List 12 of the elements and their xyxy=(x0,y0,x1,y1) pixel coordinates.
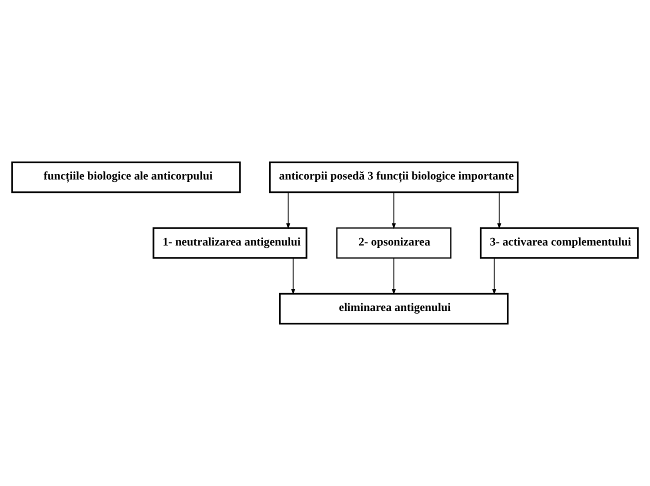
node-box: 2- opsonizarea xyxy=(336,227,452,259)
arrow xyxy=(497,192,502,230)
node-box: 1- neutralizarea antigenului xyxy=(152,227,308,259)
node-box: anticorpii posedă 3 funcții biologice importante xyxy=(269,162,519,194)
node-box: funcțiile biologice ale anticorpului xyxy=(11,162,241,194)
arrow xyxy=(286,192,290,230)
arrow xyxy=(492,258,496,295)
node-box: 3- activarea complementului xyxy=(480,227,639,259)
arrow xyxy=(392,258,396,295)
node-box: eliminarea antigenului xyxy=(279,292,509,324)
arrow xyxy=(291,258,296,295)
arrow xyxy=(392,192,396,230)
